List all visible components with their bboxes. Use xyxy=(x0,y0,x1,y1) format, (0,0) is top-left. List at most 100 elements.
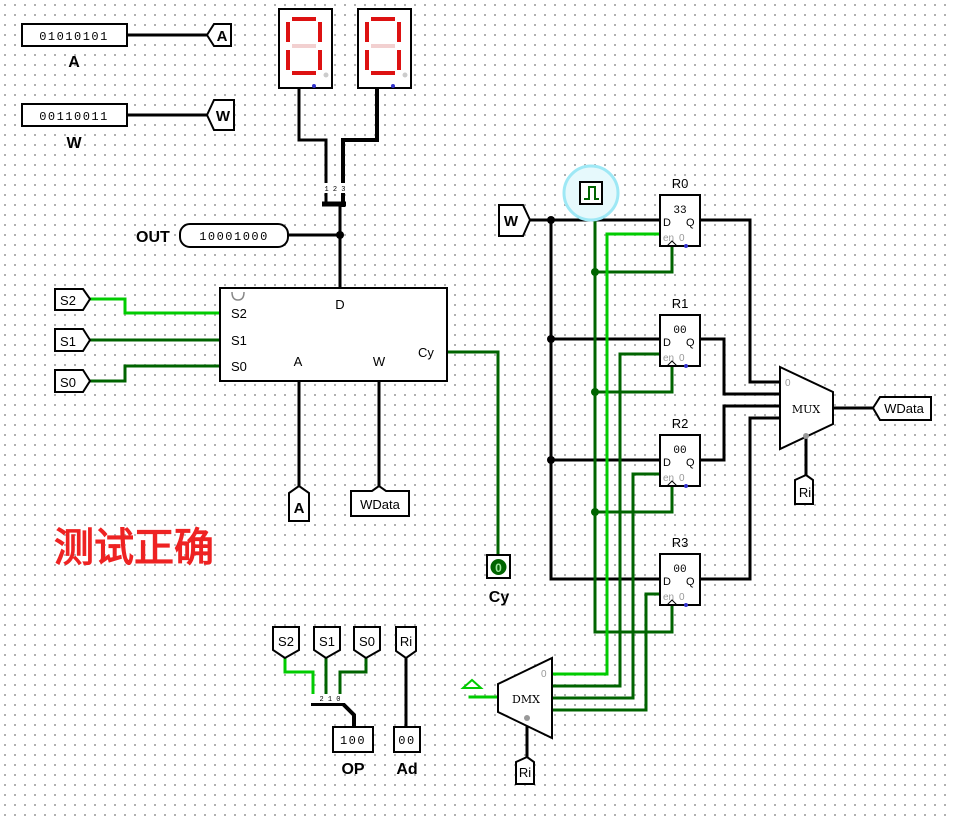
svg-text:D: D xyxy=(663,337,671,349)
dmx-input-arrow-icon xyxy=(460,678,484,689)
svg-text:00: 00 xyxy=(673,445,686,457)
svg-text:0: 0 xyxy=(679,353,685,364)
ad-output-pin: 00 xyxy=(393,726,421,753)
svg-text:S1: S1 xyxy=(319,634,335,649)
ad-bits: 00 xyxy=(398,734,415,748)
alu-pin-d: D xyxy=(335,297,344,312)
register-r1-name: R1 xyxy=(672,296,689,311)
svg-text:1 2 3: 1 2 3 xyxy=(324,186,345,194)
input-a-bits: 01010101 xyxy=(39,30,109,44)
tunnel-dmx-ri: Ri xyxy=(515,755,535,785)
alu-pin-s0: S0 xyxy=(231,359,247,374)
alu-pin-cy: Cy xyxy=(418,345,434,360)
tunnel-op-s1: S1 xyxy=(313,626,341,660)
svg-text:WData: WData xyxy=(884,401,925,416)
register-r0: 33 D Q en 0 xyxy=(659,194,701,248)
svg-text:33: 33 xyxy=(673,205,686,217)
tunnel-s2: S2 xyxy=(54,288,92,311)
svg-text:A: A xyxy=(217,28,228,45)
wire-junctions xyxy=(336,216,599,516)
svg-text:Ri: Ri xyxy=(400,634,412,649)
clock[interactable] xyxy=(562,164,620,222)
svg-text:en: en xyxy=(663,233,674,244)
svg-text:S0: S0 xyxy=(60,375,76,390)
output-label: OUT xyxy=(136,229,170,246)
register-r3-name: R3 xyxy=(672,535,689,550)
seven-seg-right: 0 xyxy=(357,8,412,89)
alu-block: D S2 S1 S0 A W Cy xyxy=(219,287,448,382)
svg-text:S0: S0 xyxy=(359,634,375,649)
input-w-pin[interactable]: 00110011 xyxy=(21,103,128,127)
svg-text:D: D xyxy=(663,457,671,469)
svg-text:Ri: Ri xyxy=(799,485,811,500)
alu-pin-s2: S2 xyxy=(231,306,247,321)
input-w-bits: 00110011 xyxy=(39,110,109,124)
output-bits: 10001000 xyxy=(199,230,269,244)
svg-text:Q: Q xyxy=(686,337,695,349)
svg-text:Q: Q xyxy=(686,576,695,588)
svg-text:S2: S2 xyxy=(278,634,294,649)
svg-text:S2: S2 xyxy=(60,293,76,308)
alu-pin-s1: S1 xyxy=(231,333,247,348)
svg-text:en: en xyxy=(663,592,674,603)
tunnel-s1: S1 xyxy=(54,328,92,352)
svg-text:D: D xyxy=(663,217,671,229)
tunnel-op-s0: S0 xyxy=(353,626,381,660)
splitter-op: 2 1 0 xyxy=(310,694,350,704)
tunnel-w: W xyxy=(205,99,235,131)
svg-text:Q: Q xyxy=(686,457,695,469)
tunnel-mux-ri: Ri xyxy=(794,473,814,505)
svg-text:W: W xyxy=(504,213,519,230)
tunnel-alu-wdata: WData xyxy=(350,484,410,517)
op-output-pin: 100 xyxy=(332,726,374,753)
svg-text:DMX: DMX xyxy=(512,693,540,706)
register-r2-name: R2 xyxy=(672,416,689,431)
svg-text:S1: S1 xyxy=(60,334,76,349)
svg-text:00: 00 xyxy=(673,325,686,337)
op-label: OP xyxy=(341,761,364,778)
tunnel-alu-a: A xyxy=(288,484,310,522)
tunnel-mux-wdata: WData xyxy=(871,396,932,421)
mux: 0 MUX xyxy=(779,365,834,451)
tunnel-op-s2: S2 xyxy=(272,626,300,660)
tunnel-op-ri: Ri xyxy=(395,626,417,660)
svg-text:0: 0 xyxy=(679,473,685,484)
seven-seg-left: 0 xyxy=(278,8,333,89)
alu-pin-w: W xyxy=(373,354,386,369)
alu-pin-a: A xyxy=(294,354,303,369)
register-r1: 00 D Q en 0 xyxy=(659,314,701,368)
svg-text:en: en xyxy=(663,473,674,484)
op-bits: 100 xyxy=(340,734,366,748)
svg-text:0: 0 xyxy=(679,233,685,244)
svg-text:MUX: MUX xyxy=(792,403,821,416)
tunnel-s0: S0 xyxy=(54,369,92,393)
svg-text:en: en xyxy=(663,353,674,364)
dmx: 0 DMX xyxy=(497,656,553,740)
svg-text:A: A xyxy=(294,500,305,517)
svg-text:D: D xyxy=(663,576,671,588)
svg-text:Ri: Ri xyxy=(519,765,531,780)
tunnel-reg-w: W xyxy=(498,204,532,237)
svg-text:0: 0 xyxy=(541,669,547,680)
svg-text:0: 0 xyxy=(679,592,685,603)
register-r0-name: R0 xyxy=(672,176,689,191)
output-pin: 10001000 xyxy=(179,223,289,248)
input-w-label: W xyxy=(66,135,82,152)
splitter-top: 1 2 3 xyxy=(322,183,347,207)
svg-text:0: 0 xyxy=(785,378,791,389)
ad-label: Ad xyxy=(396,761,417,778)
status-text: 测试正确 xyxy=(54,526,214,570)
svg-text:WData: WData xyxy=(360,497,401,512)
input-a-pin[interactable]: 01010101 xyxy=(21,23,128,47)
register-r2: 00 D Q en 0 xyxy=(659,434,701,488)
svg-text:2 1 0: 2 1 0 xyxy=(319,696,340,704)
carry-value: 0 xyxy=(495,561,502,575)
carry-led: 0 xyxy=(486,554,511,579)
carry-label: Cy xyxy=(489,589,510,606)
register-r3: 00 D Q en 0 xyxy=(659,553,701,607)
svg-text:W: W xyxy=(216,108,231,125)
tunnel-a: A xyxy=(205,23,232,47)
svg-text:Q: Q xyxy=(686,217,695,229)
svg-text:00: 00 xyxy=(673,564,686,576)
wires xyxy=(88,33,875,759)
